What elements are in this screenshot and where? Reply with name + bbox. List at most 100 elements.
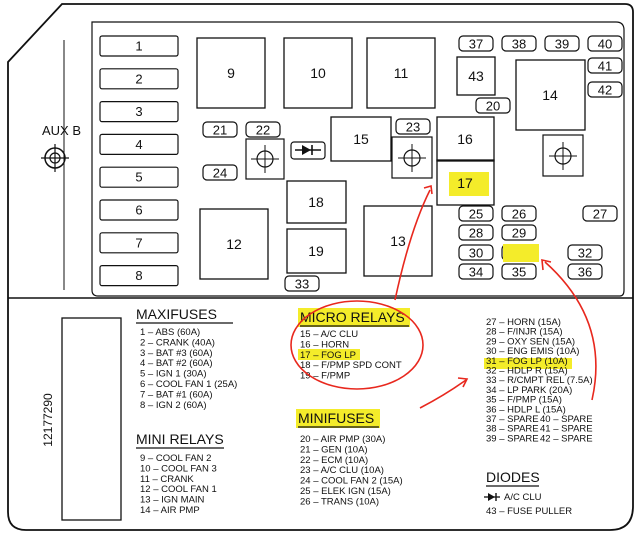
mini-relay-item-5: 14 – AIR PMP [140, 505, 200, 516]
relay-16-label: 16 [457, 131, 473, 147]
relay-15 [330, 116, 392, 162]
mini-relay-item-4: 13 – IGN MAIN [140, 495, 205, 506]
maxifuse-item-2: 3 – BAT #3 (60A) [140, 348, 213, 359]
relay-11-label: 11 [394, 65, 409, 81]
stud-center-icon [391, 136, 433, 179]
relay-43 [456, 56, 496, 96]
minifuse-39-label: 39 [555, 37, 569, 52]
minifuse-35 [501, 263, 537, 280]
minifuse-30-label: 30 [469, 246, 483, 261]
minifuse-42 [587, 81, 623, 98]
minifuse-33-label: 33 [295, 277, 309, 292]
micro-relay-item-2: 17 – FOG LP [300, 350, 356, 361]
maxifuse-2 [99, 68, 179, 90]
relay-10 [283, 37, 353, 109]
minifuse-25 [458, 205, 494, 222]
minifuse-22 [245, 121, 281, 138]
minifuse-27-label: 27 [593, 207, 607, 222]
maxifuse-1-label: 1 [135, 39, 142, 54]
minifuse-38 [501, 35, 537, 52]
fuse-box-outline [7, 3, 634, 531]
diodes-title: DIODES [486, 469, 540, 485]
minifuse-24-label: 24 [213, 166, 227, 181]
right-fuse-item-2: 29 – OXY SEN (15A) [486, 336, 575, 347]
maxifuse-4-label: 4 [135, 137, 142, 152]
relay-12 [199, 208, 269, 280]
minifuse-36 [567, 263, 603, 280]
micro-relay-item-0: 15 – A/C CLU [300, 329, 358, 340]
minifuse-39 [544, 35, 580, 52]
micro-17-highlight [298, 349, 360, 360]
mini-relays-title: MINI RELAYS [136, 431, 224, 447]
maxifuse-4 [99, 133, 179, 155]
relay-12-label: 12 [226, 236, 242, 252]
stud-right-icon [542, 134, 584, 177]
right-fuse-item-3: 30 – ENG EMIS (10A) [486, 346, 579, 357]
minifuse-34 [458, 263, 494, 280]
mini-relay-item-1: 10 – COOL FAN 3 [140, 463, 217, 474]
minifuse-20 [475, 97, 511, 114]
inner-panel-outline [91, 21, 625, 297]
relay-19-label: 19 [308, 243, 324, 259]
minifuse-32-label: 32 [578, 246, 592, 261]
maxifuse-item-6: 7 – BAT #1 (60A) [140, 389, 213, 400]
right-fuse-item-5: 32 – HDLP R (15A) [486, 366, 568, 377]
minifuse-27 [582, 205, 618, 222]
minifuse-26-label: 26 [512, 207, 526, 222]
minifuses-list: 20 – AIR PMP (30A)21 – GEN (10A)22 – ECM… [300, 434, 403, 507]
maxifuse-3-label: 3 [135, 104, 142, 119]
relay-9-label: 9 [227, 65, 235, 81]
right-fuse-item-7: 34 – LP PARK (20A) [486, 385, 572, 396]
minifuse-group: 2122232420332526272829303132343536373839… [202, 35, 623, 292]
right-fuse-item-0: 27 – HORN (15A) [486, 317, 561, 328]
fuse-31-legend-highlight [484, 358, 572, 369]
micro-relay-item-1: 16 – HORN [300, 339, 349, 350]
minifuse-23-label: 23 [406, 120, 420, 135]
diode-item-fuse-puller: 43 – FUSE PULLER [486, 506, 572, 517]
minifuse-35-label: 35 [512, 265, 526, 280]
minifuse-29 [501, 224, 537, 241]
minifuse-legend-item-5: 25 – ELEK IGN (15A) [300, 486, 391, 497]
right-fuse-item-6: 33 – R/CMPT REL (7.5A) [486, 375, 593, 386]
minifuses-title-highlight [296, 409, 380, 428]
minifuse-21-label: 21 [213, 123, 227, 138]
relay-13 [363, 205, 433, 277]
part-number: 12177290 [41, 393, 55, 447]
maxifuse-item-1: 2 – CRANK (40A) [140, 337, 215, 348]
right-fuse-item-8: 35 – F/PMP (15A) [486, 395, 562, 406]
annotation-marks [290, 184, 597, 409]
relay-17 [436, 159, 495, 206]
minifuse-legend-item-4: 24 – COOL FAN 2 (15A) [300, 476, 403, 487]
stud-left-icon [245, 138, 285, 180]
maxifuse-7-label: 7 [135, 235, 142, 250]
relay-16 [436, 116, 495, 162]
maxifuses-list: 1 – ABS (60A)2 – CRANK (40A)3 – BAT #3 (… [140, 327, 237, 411]
right-fuse-list: 27 – HORN (15A)28 – F/INJR (15A)29 – OXY… [486, 317, 593, 444]
minifuse-26 [501, 205, 537, 222]
relay-17-label: 17 [457, 175, 473, 191]
maxifuse-item-4: 5 – IGN 1 (30A) [140, 369, 207, 380]
minifuse-33 [284, 275, 320, 292]
relay-9 [196, 37, 266, 109]
micro-relays-title-highlight [298, 308, 410, 327]
spare-item-1-1: 41 – SPARE [540, 424, 593, 435]
micro-relays-title: MICRO RELAYS [300, 309, 405, 325]
minifuse-legend-item-2: 22 – ECM (10A) [300, 455, 368, 466]
minifuse-21 [202, 121, 238, 138]
part-number-block [61, 317, 122, 521]
relay-13-label: 13 [390, 233, 406, 249]
minifuse-36-label: 36 [578, 265, 592, 280]
mini-relays-list: 9 – COOL FAN 210 – COOL FAN 311 – CRANK1… [140, 453, 217, 516]
relay-14-label: 14 [542, 87, 558, 103]
minifuse-40-label: 40 [598, 37, 612, 52]
maxifuse-6 [99, 199, 179, 221]
minifuse-legend-item-3: 23 – A/C CLU (10A) [300, 465, 384, 476]
mini-relay-item-2: 11 – CRANK [140, 474, 194, 485]
minifuse-23 [395, 118, 431, 135]
maxifuse-7 [99, 232, 179, 254]
spare-item-2-1: 42 – SPARE [540, 433, 593, 444]
